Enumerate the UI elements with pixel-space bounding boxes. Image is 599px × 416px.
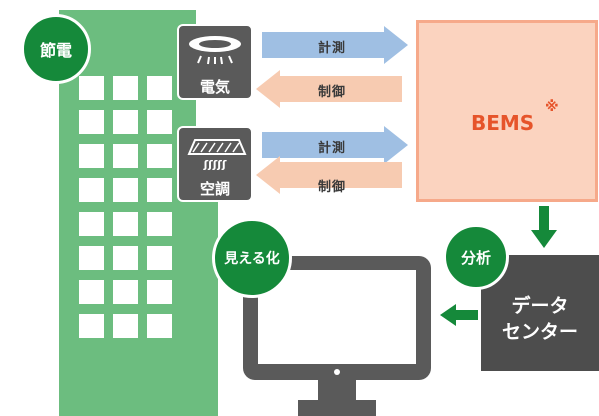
lighting-device: 電気 xyxy=(177,24,253,100)
mieruka-label: 見える化 xyxy=(224,251,280,267)
aircon-label: 空調 xyxy=(199,180,230,198)
building-window xyxy=(79,314,104,338)
bems-note-mark: ※ xyxy=(545,99,559,115)
aircon-control-arrow-shape xyxy=(256,156,402,194)
building-window xyxy=(113,212,138,236)
building-window xyxy=(147,76,172,100)
building xyxy=(59,10,196,416)
building-window xyxy=(79,144,104,168)
lighting-measure-label: 計測 xyxy=(318,41,347,56)
building-window xyxy=(147,178,172,202)
down-arrow xyxy=(531,206,557,248)
lighting-measure-arrow xyxy=(262,26,408,64)
bems-label: BEMS xyxy=(471,111,535,135)
aircon-measure-arrow xyxy=(262,126,408,164)
building-window xyxy=(79,110,104,134)
left-arrow xyxy=(440,304,478,326)
building-window xyxy=(147,280,172,304)
bems-box: BEMS ※ xyxy=(416,20,598,202)
building-window xyxy=(147,144,172,168)
setsuden-badge: 節電 xyxy=(21,14,91,84)
bunseki-badge: 分析 xyxy=(443,224,509,290)
building-window xyxy=(79,76,104,100)
aircon-device: ʃʃʃʃʃ 空調 xyxy=(177,126,253,202)
building-window xyxy=(147,246,172,270)
building-window xyxy=(113,246,138,270)
building-window xyxy=(113,76,138,100)
building-window xyxy=(113,314,138,338)
monitor-icon xyxy=(243,256,431,416)
building-window xyxy=(147,212,172,236)
building-window xyxy=(147,314,172,338)
data-center-line2: センター xyxy=(501,321,578,343)
aircon-control-label: 制御 xyxy=(318,180,347,195)
mieruka-badge: 見える化 xyxy=(212,218,292,298)
building-window xyxy=(79,280,104,304)
building-window xyxy=(147,110,172,134)
building-window xyxy=(79,212,104,236)
building-window xyxy=(113,110,138,134)
bunseki-label: 分析 xyxy=(460,248,491,267)
setsuden-label: 節電 xyxy=(39,41,72,60)
building-window xyxy=(113,144,138,168)
air-conditioner-icon xyxy=(187,139,247,155)
building-window xyxy=(113,280,138,304)
building-window xyxy=(79,178,104,202)
lighting-label: 電気 xyxy=(199,78,230,96)
lighting-control-arrow xyxy=(256,70,402,108)
airflow-glyph: ʃʃʃʃʃ xyxy=(203,158,227,171)
lighting-control-label: 制御 xyxy=(318,85,347,100)
ceiling-light-icon xyxy=(189,36,241,65)
aircon-measure-label: 計測 xyxy=(318,141,347,156)
building-window xyxy=(79,246,104,270)
data-center-line1: データ xyxy=(511,295,569,317)
building-window xyxy=(113,178,138,202)
